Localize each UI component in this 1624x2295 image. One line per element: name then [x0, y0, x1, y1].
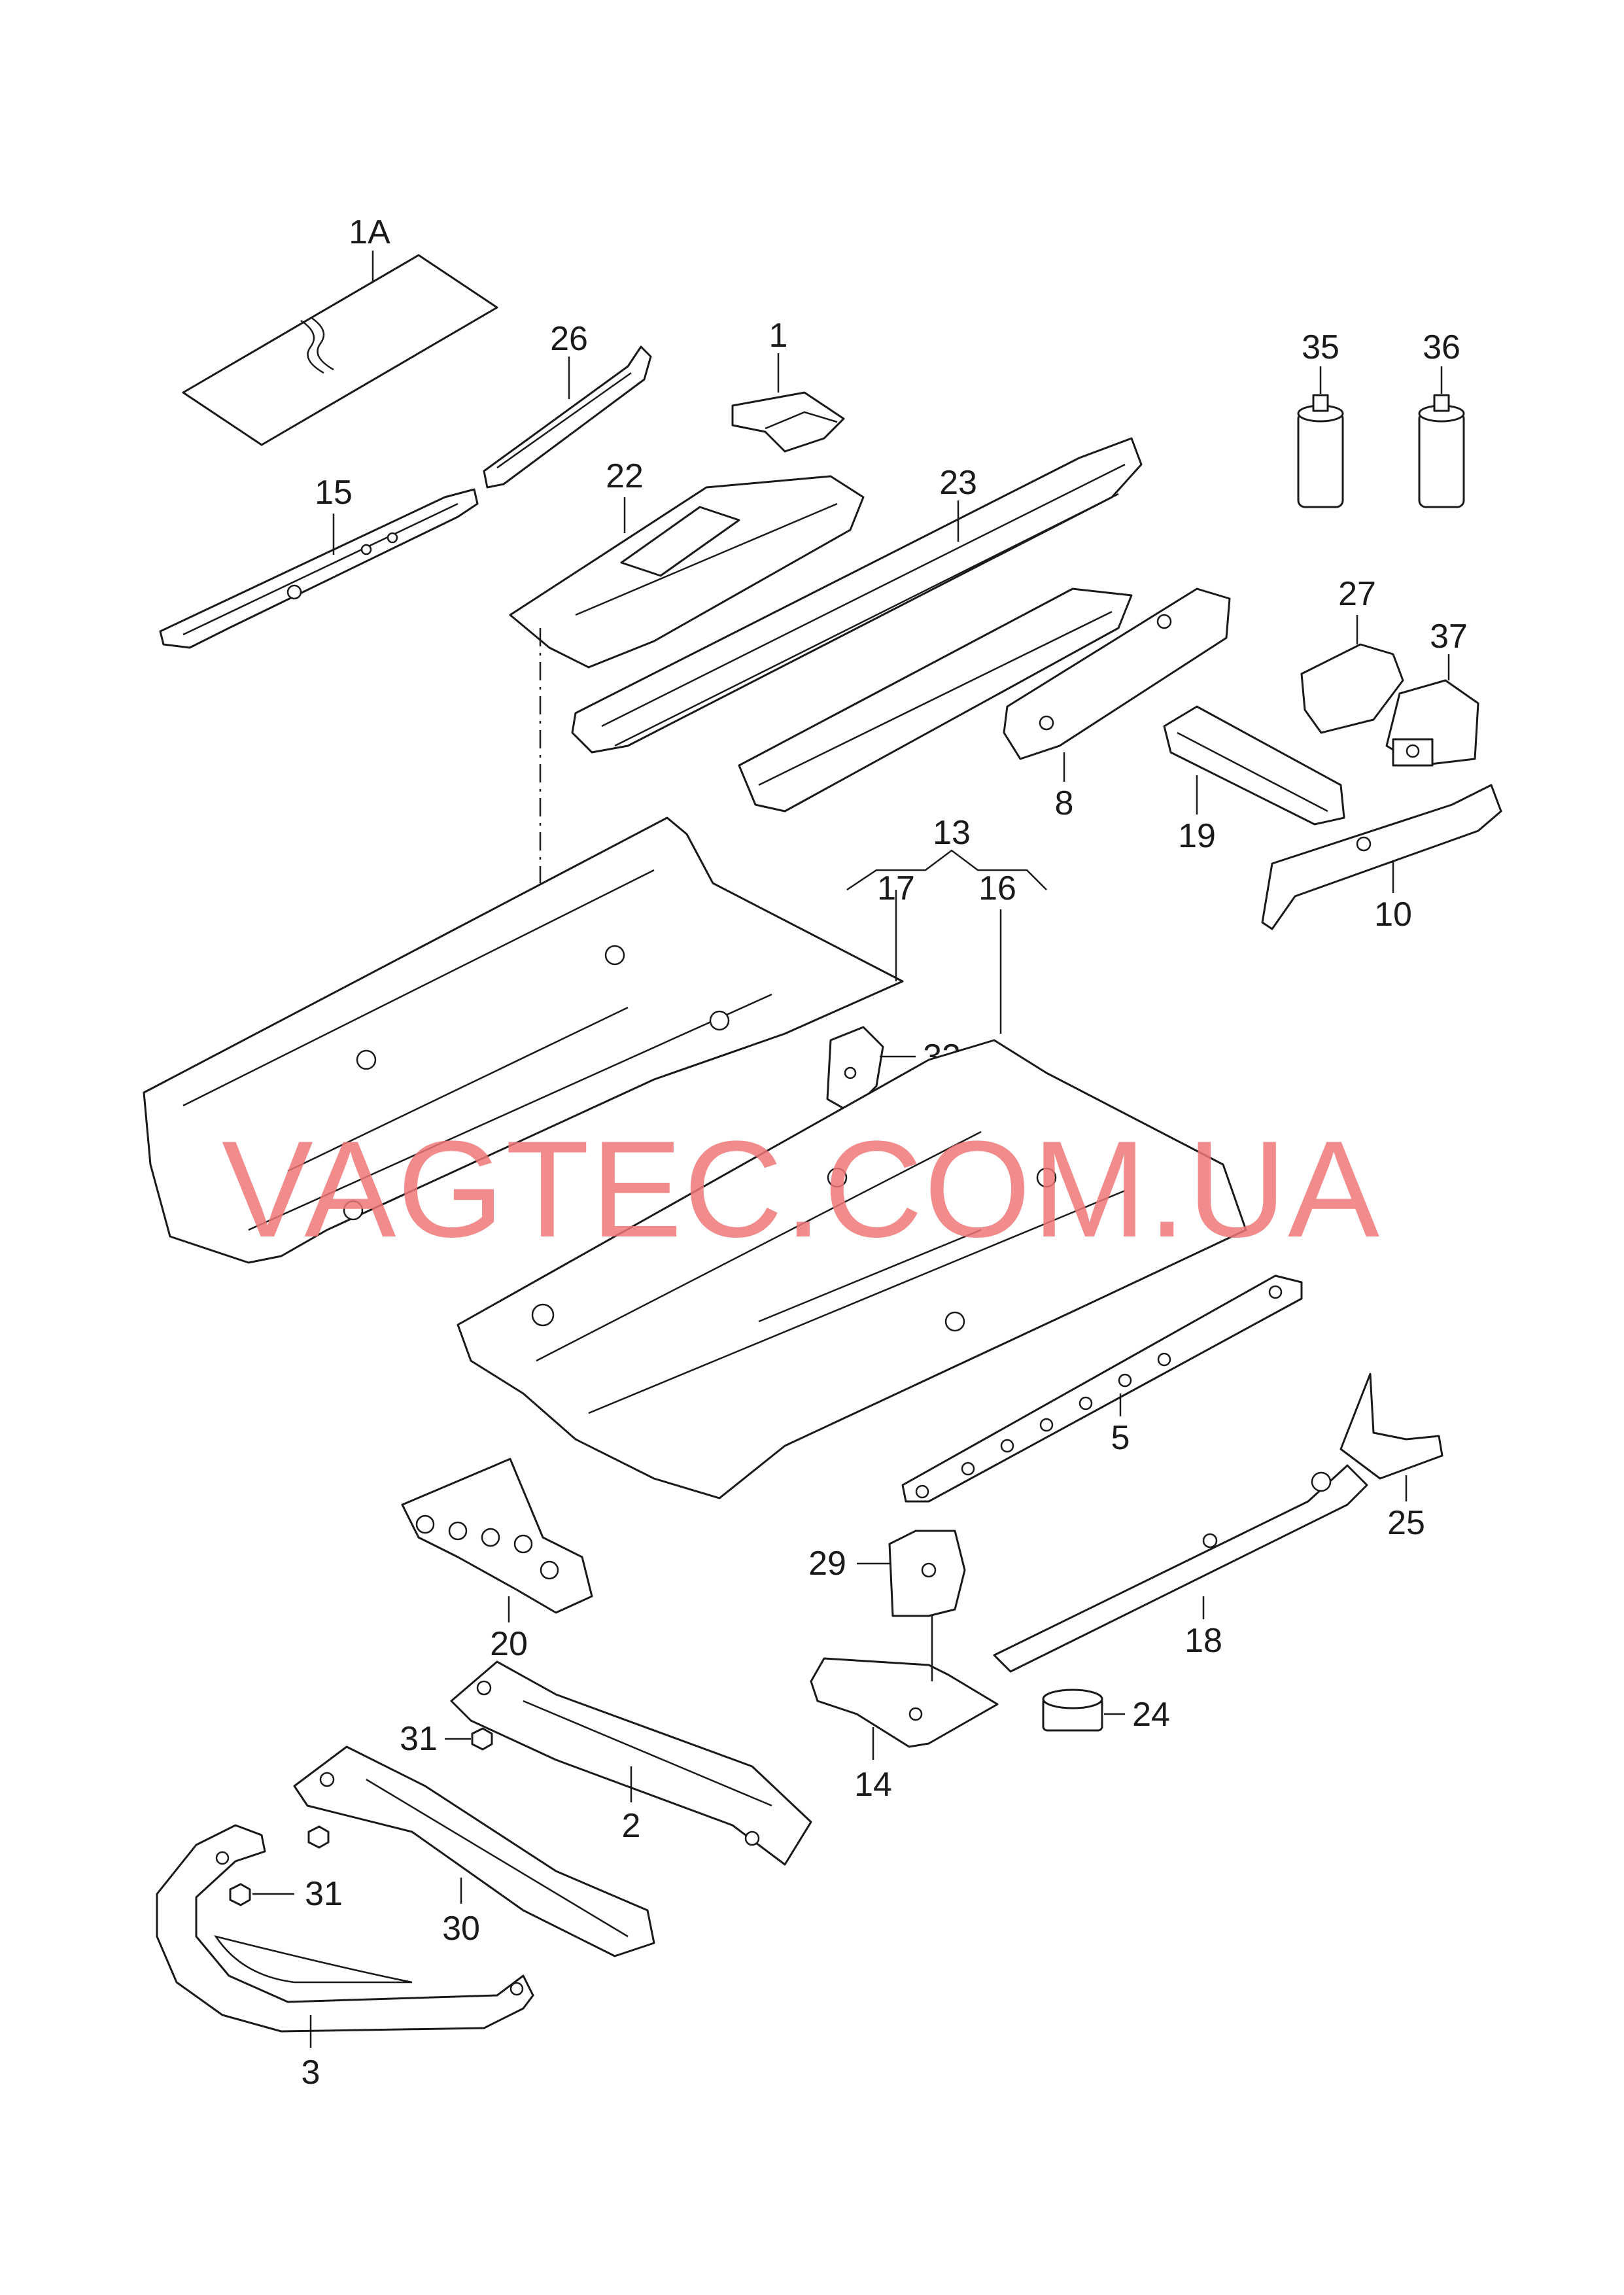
label-3: 3 — [302, 2054, 320, 2092]
part-20-reinforcement[interactable] — [401, 1458, 593, 1614]
label-8: 8 — [1055, 784, 1074, 822]
label-25: 25 — [1387, 1504, 1425, 1542]
label-2: 2 — [622, 1807, 641, 1845]
label-1a: 1A — [349, 213, 390, 251]
part-19-crossmember[interactable] — [1163, 705, 1345, 826]
part-31-nut-upper[interactable] — [471, 1727, 493, 1751]
part-24-plug[interactable] — [1042, 1689, 1103, 1732]
part-26-strip[interactable] — [483, 345, 652, 489]
part-17-floor-left[interactable] — [143, 816, 904, 1264]
label-31-upper: 31 — [400, 1720, 438, 1758]
label-13: 13 — [933, 814, 971, 852]
part-25-bracket[interactable] — [1339, 1373, 1443, 1480]
part-3-u-bracket[interactable] — [156, 1824, 534, 2033]
label-14: 14 — [854, 1766, 892, 1804]
part-14-bracket[interactable] — [810, 1657, 999, 1748]
part-22-tunnel[interactable] — [509, 475, 865, 669]
part-1-bracket[interactable] — [731, 391, 845, 453]
part-27-cover[interactable] — [1300, 643, 1404, 734]
part-37-bracket[interactable] — [1385, 679, 1479, 767]
part-23-rail[interactable] — [571, 437, 1143, 754]
label-18: 18 — [1184, 1622, 1222, 1660]
label-35: 35 — [1302, 328, 1339, 366]
label-26: 26 — [550, 320, 588, 358]
part-8-crossmember[interactable] — [1003, 587, 1231, 760]
part-35-can[interactable] — [1297, 394, 1344, 508]
label-27: 27 — [1338, 575, 1376, 613]
part-15-strip[interactable] — [159, 488, 479, 649]
watermark: VAGTEC.COM.UA — [222, 1112, 1381, 1266]
part-29-bracket[interactable] — [888, 1530, 966, 1617]
part-10-crossmember[interactable] — [1261, 784, 1502, 930]
part-2-crossmember[interactable] — [450, 1660, 812, 1866]
label-10: 10 — [1374, 896, 1412, 934]
label-19: 19 — [1178, 817, 1216, 855]
part-36-can[interactable] — [1418, 394, 1465, 508]
part-31-nut-lower[interactable] — [229, 1825, 330, 1906]
label-22: 22 — [606, 457, 644, 495]
part-1a-mat[interactable] — [182, 254, 498, 446]
label-17: 17 — [877, 869, 915, 907]
label-1: 1 — [769, 317, 788, 355]
label-24: 24 — [1132, 1696, 1170, 1734]
label-29: 29 — [808, 1545, 846, 1583]
part-16-floor-right[interactable] — [457, 1039, 1247, 1499]
part-5-strip[interactable] — [901, 1274, 1303, 1503]
label-20: 20 — [490, 1625, 528, 1663]
label-37: 37 — [1430, 618, 1468, 656]
label-16: 16 — [978, 869, 1016, 907]
part-floor-rail[interactable] — [738, 587, 1133, 813]
label-30: 30 — [442, 1910, 480, 1948]
part-30-crossmember[interactable] — [293, 1745, 655, 1957]
label-5: 5 — [1111, 1419, 1130, 1457]
part-18-sill[interactable] — [993, 1464, 1368, 1673]
label-31-lower: 31 — [305, 1875, 343, 1913]
label-23: 23 — [939, 464, 977, 502]
label-15: 15 — [315, 474, 353, 512]
part-32-bracket[interactable] — [826, 1026, 884, 1113]
label-36: 36 — [1423, 328, 1460, 366]
